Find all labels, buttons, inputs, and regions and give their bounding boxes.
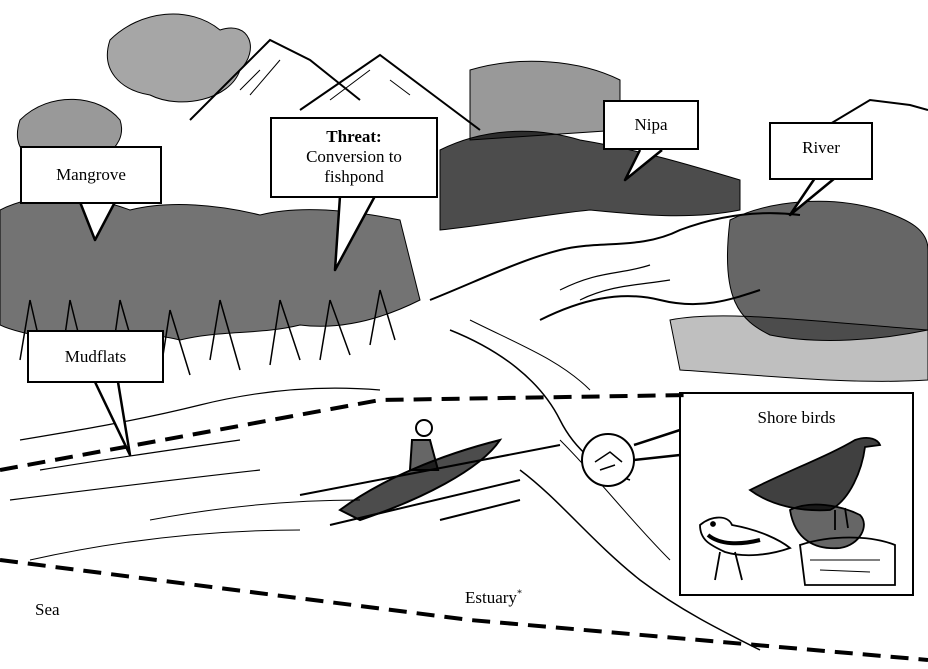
river-callout: River bbox=[769, 122, 873, 180]
nipa-palms bbox=[439, 130, 741, 231]
mudflats-callout-tail bbox=[93, 381, 132, 457]
mudflat-ripples bbox=[9, 387, 381, 501]
mangrove-label: Mangrove bbox=[56, 165, 126, 184]
lower-dashed-boundary bbox=[0, 558, 928, 662]
shore-birds-pointer bbox=[581, 428, 681, 487]
shore-birds-label: Shore birds bbox=[757, 408, 836, 427]
threat-callout-tail bbox=[333, 195, 377, 272]
river-callout-tail bbox=[788, 177, 836, 217]
shore-birds-inset: Shore birds bbox=[679, 392, 914, 596]
nipa-callout-tail bbox=[623, 149, 663, 182]
threat-callout: Threat: Conversion to fishpond bbox=[270, 117, 438, 198]
nipa-callout: Nipa bbox=[603, 100, 699, 150]
shore-birds-illustration bbox=[699, 437, 896, 586]
threat-line-2: fishpond bbox=[324, 167, 384, 186]
estuary-label: Estuary* bbox=[465, 588, 522, 607]
threat-line-1: Conversion to bbox=[306, 147, 402, 166]
threat-title: Threat: bbox=[326, 127, 382, 146]
forest-upper-right bbox=[469, 60, 621, 141]
nipa-label: Nipa bbox=[634, 115, 668, 134]
canoe-with-fisherman bbox=[299, 419, 561, 526]
mountain-left bbox=[189, 38, 361, 121]
mountain-center bbox=[299, 53, 481, 131]
mountain-right bbox=[819, 98, 928, 131]
sea-label: Sea bbox=[35, 600, 60, 619]
mudflats-callout: Mudflats bbox=[27, 330, 164, 383]
mangrove-callout-tail bbox=[78, 201, 117, 242]
tree-upper-left bbox=[106, 13, 251, 103]
river-bank-right bbox=[539, 289, 761, 321]
mangrove-callout: Mangrove bbox=[20, 146, 162, 204]
mudflats-label: Mudflats bbox=[64, 347, 127, 366]
river-label: River bbox=[802, 138, 840, 157]
